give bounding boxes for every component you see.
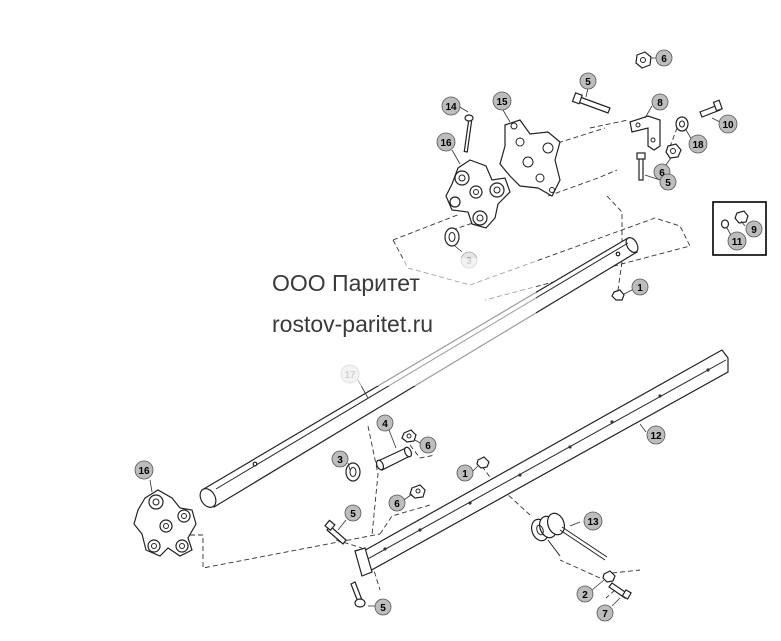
callout-3: 3 [331,450,349,468]
bolt-5-vertical [636,152,646,181]
callout-5: 5 [579,72,597,90]
bolt-5-bottom [350,581,366,608]
callout-label: 16 [440,138,452,149]
callout-9: 9 [745,220,763,238]
callout-8: 8 [651,93,669,111]
watermark-background [246,258,536,386]
nut-18 [675,116,689,132]
bolt-14 [463,114,474,153]
washer-3-upper [444,227,460,247]
callout-12: 12 [646,425,666,445]
callout-label: 14 [445,102,457,113]
bolt-10 [699,99,723,118]
callout-1: 1 [456,464,474,482]
plate-15 [499,119,561,197]
callout-label: 12 [650,431,662,442]
callouts: 6 5 8 10 18 6 5 14 15 16 3 1 9 11 17 12 … [134,49,763,622]
nut-2 [602,570,616,583]
callout-label: 5 [380,603,386,614]
callout-label: 2 [582,590,588,601]
callout-18: 18 [688,134,708,154]
callout-label: 10 [722,120,734,131]
callout-7: 7 [596,604,614,622]
washer-3-lower [345,462,361,482]
callout-label: 1 [637,283,643,294]
callout-label: 6 [661,54,667,65]
bolt-5-top [571,92,611,114]
callout-label: 4 [382,419,388,430]
callout-16: 16 [134,460,154,480]
nut-6-mid [665,143,682,159]
callout-label: 9 [751,225,757,236]
callout-1: 1 [631,278,649,296]
hub-16-upper [445,159,511,229]
nut-6-lower-a [401,429,417,443]
nut-6-lower-b [409,484,426,499]
callout-5: 5 [344,504,362,522]
callout-6: 6 [655,49,673,67]
callout-6: 6 [419,436,437,454]
bolt-7 [608,582,632,600]
callout-label: 5 [665,178,671,189]
callout-5: 5 [374,598,392,616]
nut-1-upper [611,289,625,301]
pin-4 [375,446,413,471]
callout-label: 7 [602,609,608,620]
callout-16: 16 [436,132,456,152]
callout-label: 8 [657,98,663,109]
nut-6-top [635,51,652,69]
spring-13 [530,512,608,561]
watermark-company: ООО Паритет [272,270,420,296]
callout-6: 6 [388,494,406,512]
callout-label: 16 [138,466,150,477]
callout-label: 5 [585,77,591,88]
callout-5: 5 [659,173,677,191]
nut-1-lower [476,456,490,469]
callout-10: 10 [718,114,738,134]
callout-4: 4 [376,414,394,432]
callout-14: 14 [441,96,461,116]
callout-13: 13 [583,511,603,531]
callout-label: 6 [659,168,665,179]
bracket-8 [629,115,661,151]
callout-15: 15 [492,91,512,111]
callout-label: 3 [337,455,343,466]
callout-label: 6 [394,499,400,510]
callout-label: 18 [692,140,704,151]
callout-label: 6 [425,441,431,452]
watermark-site: rostov-paritet.ru [272,311,434,337]
callout-2: 2 [576,585,594,603]
callout-label: 11 [732,237,743,248]
callout-11: 11 [727,231,747,251]
callout-label: 5 [350,509,356,520]
callout-label: 13 [587,517,599,528]
angle-rail-12 [354,349,729,577]
hub-16-lower [133,489,197,557]
callout-label: 1 [462,469,468,480]
bolt-5-lower-left [324,519,347,545]
callout-label: 15 [496,97,508,108]
